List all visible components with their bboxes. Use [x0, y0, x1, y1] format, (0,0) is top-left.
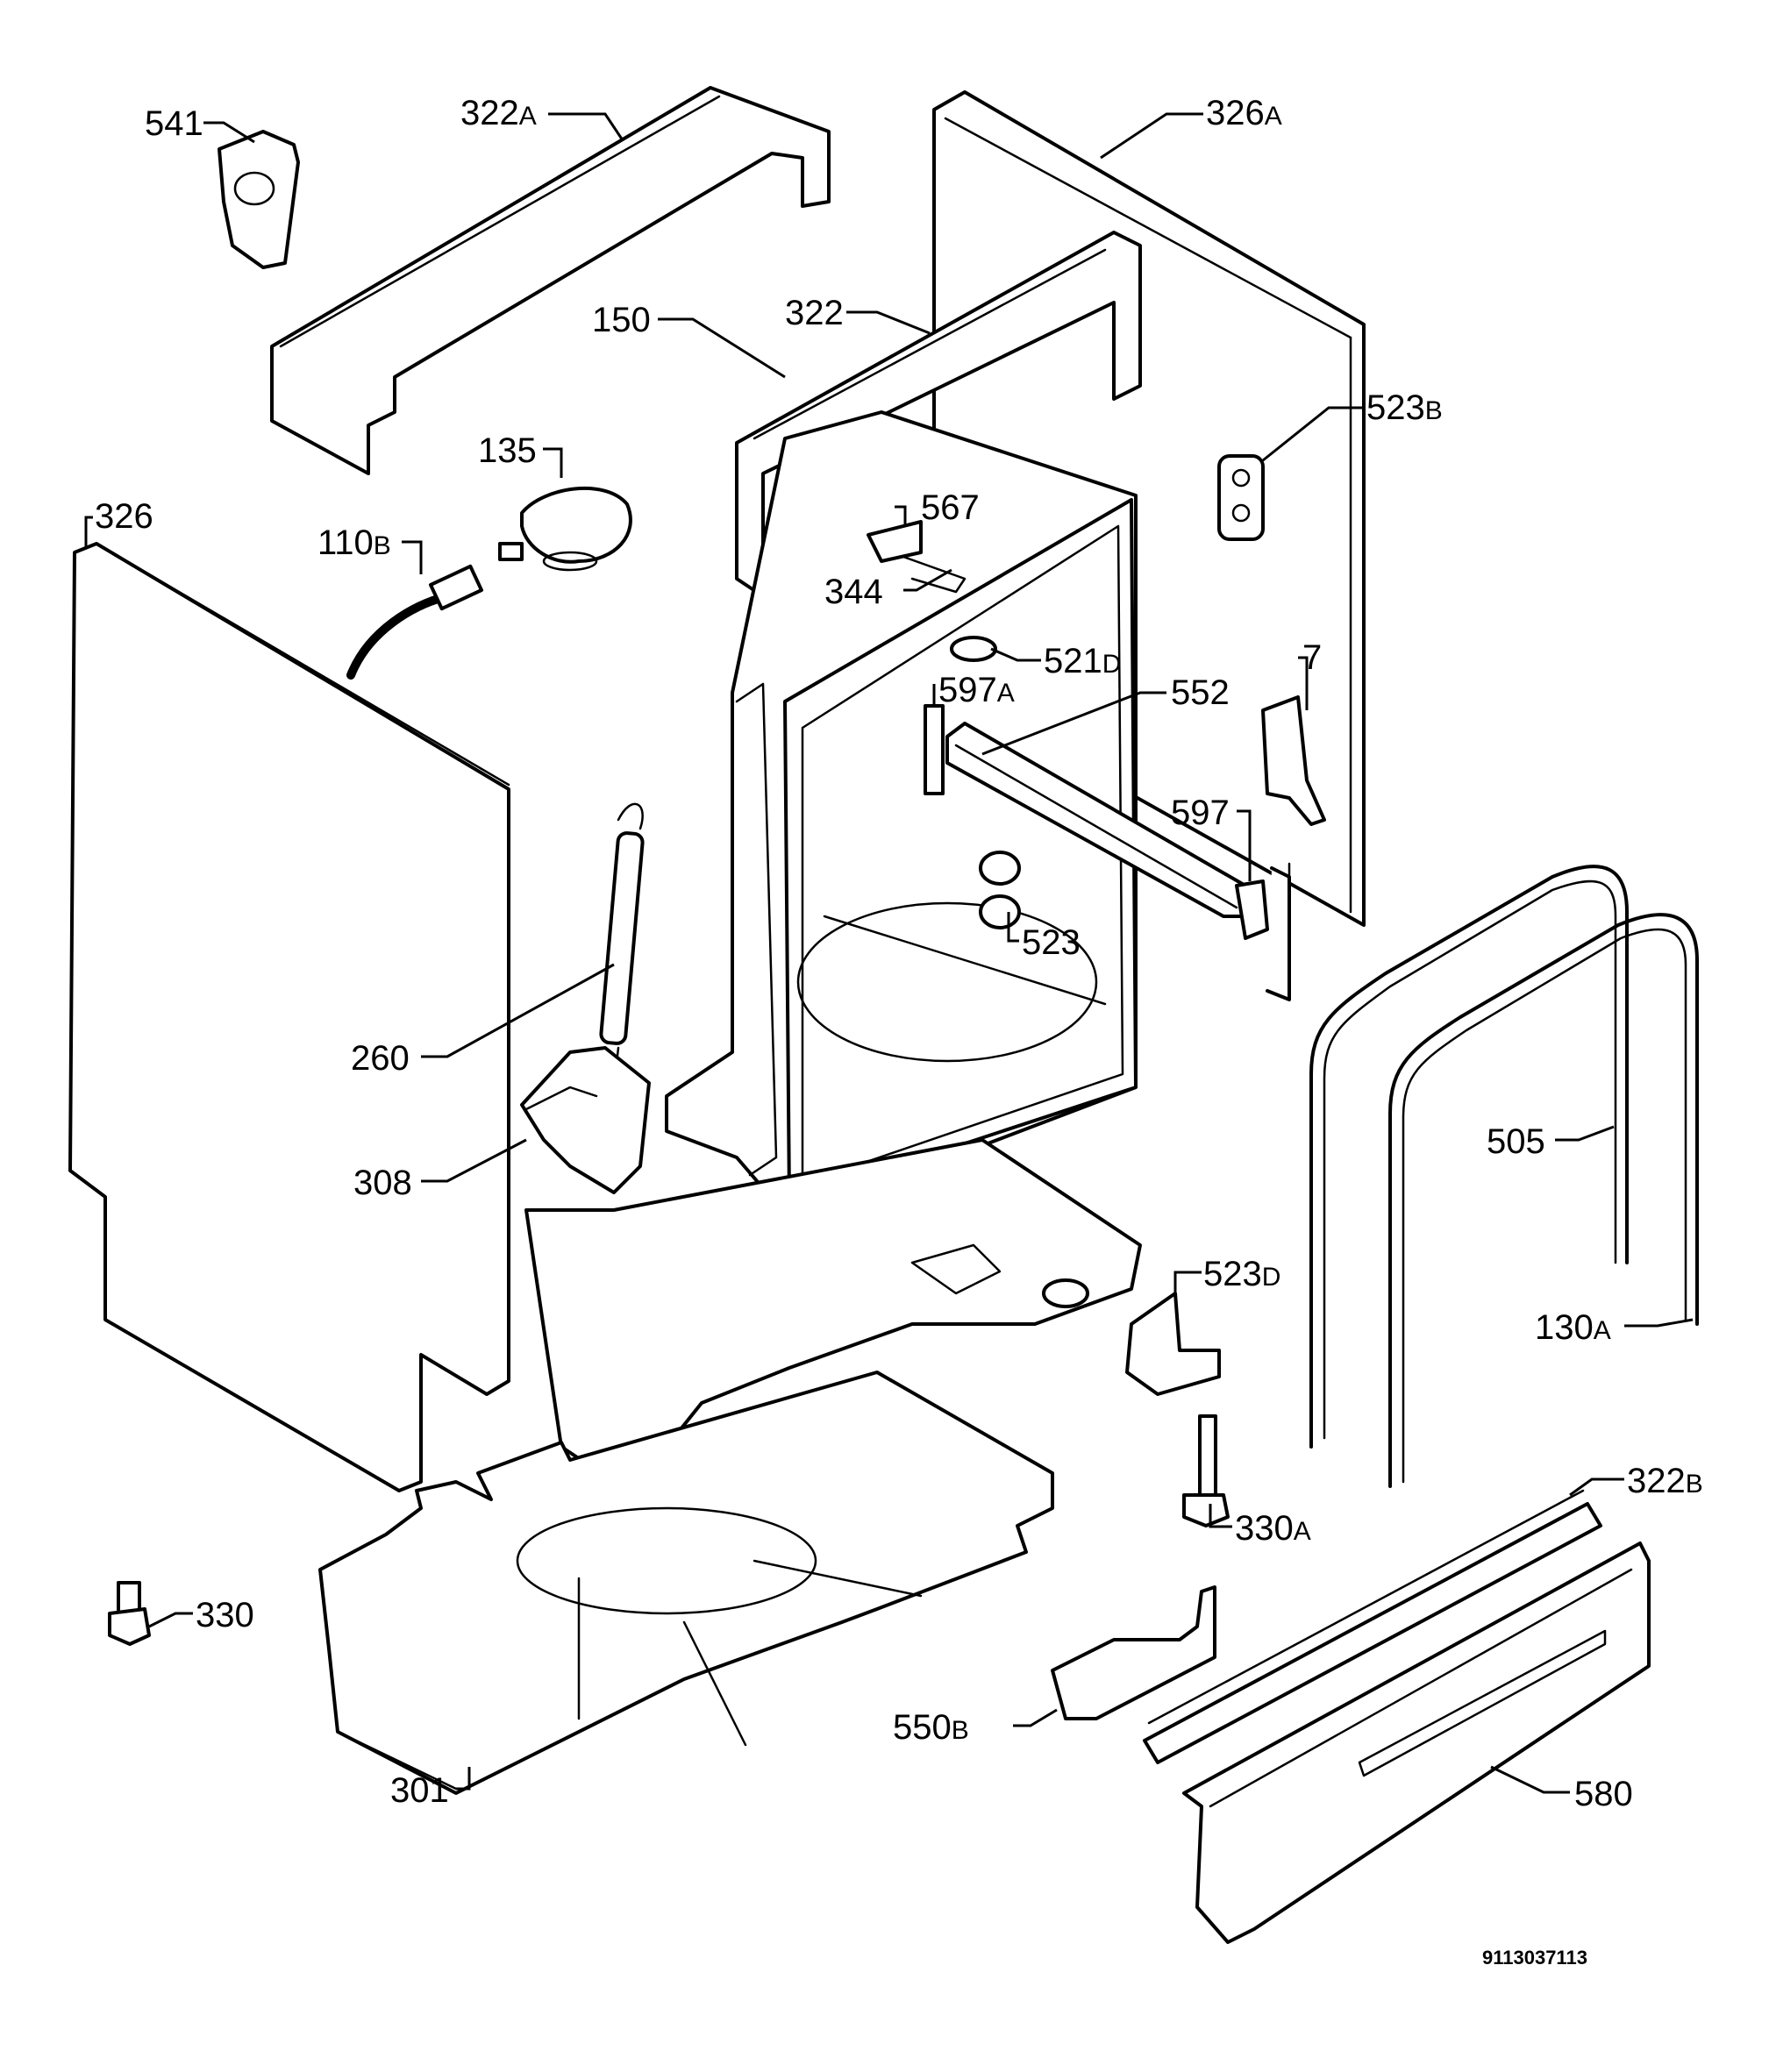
label-322B: 322B — [1627, 1462, 1703, 1500]
label-552: 552 — [1171, 673, 1230, 712]
upper-frame-322 — [735, 231, 1142, 598]
seal-130A — [1388, 913, 1699, 1488]
side-panel-326 — [68, 542, 510, 1492]
label-505: 505 — [1487, 1122, 1545, 1161]
label-150: 150 — [592, 301, 651, 339]
bracket-550B — [1051, 1585, 1216, 1720]
top-frame-322A — [270, 86, 831, 475]
label-597: 597 — [1171, 794, 1230, 832]
bulb-135 — [498, 486, 632, 572]
label-130A: 130A — [1535, 1308, 1611, 1347]
label-110B: 110B — [317, 523, 391, 562]
clip-597 — [1235, 879, 1269, 940]
tub-body — [665, 410, 1138, 1221]
seal-505 — [1309, 865, 1629, 1449]
label-550B: 550B — [893, 1708, 969, 1747]
label-521D: 521D — [1044, 642, 1121, 680]
label-308: 308 — [353, 1164, 412, 1202]
label-7: 7 — [1302, 638, 1322, 677]
label-326: 326 — [95, 497, 153, 536]
screw-330 — [108, 1581, 151, 1646]
label-344: 344 — [824, 573, 883, 611]
clip-597A — [924, 704, 945, 795]
label-523D: 523D — [1203, 1255, 1280, 1293]
label-523B: 523B — [1366, 388, 1443, 427]
rail-322B — [1143, 1489, 1602, 1764]
bracket-523B — [1217, 454, 1265, 541]
bracket-523D — [1125, 1292, 1221, 1396]
label-330A: 330A — [1235, 1509, 1311, 1548]
label-597A: 597A — [938, 671, 1015, 709]
ring-521D — [950, 636, 997, 662]
foot-330A — [1182, 1414, 1230, 1527]
label-301: 301 — [390, 1771, 449, 1810]
bracket-567-344 — [867, 520, 967, 594]
label-322: 322 — [785, 294, 844, 332]
label-330: 330 — [196, 1596, 254, 1634]
document-number: 9113037113 — [1482, 1947, 1587, 1969]
label-135: 135 — [478, 431, 537, 470]
rollers-523 — [979, 851, 1021, 929]
label-567: 567 — [921, 488, 980, 527]
label-260: 260 — [351, 1039, 410, 1078]
label-322A: 322A — [460, 94, 537, 132]
label-580: 580 — [1574, 1775, 1633, 1813]
hinge-308 — [520, 1046, 651, 1194]
callout-labels: 541 322A 326A 150 322 523B 135 326 110B … — [95, 94, 1703, 1813]
leader-lines — [84, 112, 1694, 1794]
front-plate-580 — [1182, 1542, 1651, 1944]
hose-110B — [346, 564, 483, 680]
label-523: 523 — [1022, 923, 1081, 962]
clip-541 — [218, 130, 300, 269]
label-326A: 326A — [1206, 94, 1282, 132]
hinge-plate-7 — [1261, 695, 1326, 826]
label-541: 541 — [145, 104, 203, 143]
base-tray-301 — [318, 1371, 1054, 1795]
